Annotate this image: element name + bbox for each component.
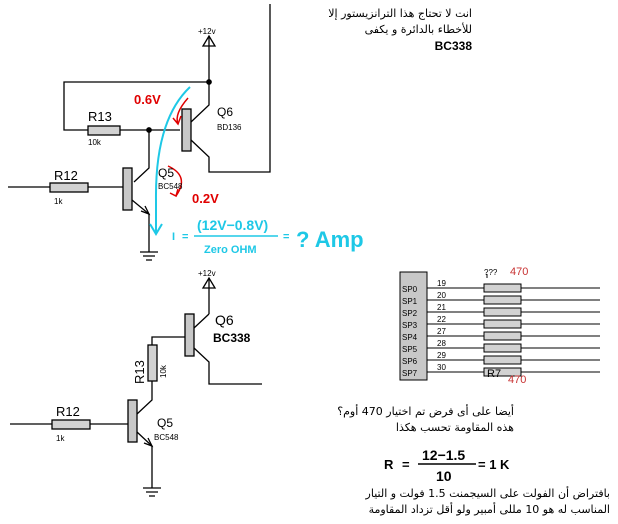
network-label: R7 bbox=[487, 368, 501, 380]
res-eq-result: = 1 K bbox=[478, 457, 510, 472]
note-middle-line1: أيضا على أى فرض تم اختيار 470 أوم؟ bbox=[337, 405, 514, 418]
pin-number: 29 bbox=[437, 351, 446, 360]
note-bottom-line1: بافتراض أن الفولت على السيجمنت 1.5 فولت … bbox=[365, 487, 610, 500]
pin-number: 27 bbox=[437, 327, 446, 336]
network-top-value: 470 bbox=[510, 266, 528, 278]
note-bottom-line2: المناسب له هو 10 مللى أمبير ولو أقل تزدا… bbox=[368, 503, 610, 516]
pin-number: 19 bbox=[437, 279, 446, 288]
r12-label-bottom: R12 bbox=[56, 404, 80, 419]
pin-label-sp5: SP5 bbox=[402, 345, 418, 354]
q6-part-bottom: BC338 bbox=[213, 331, 251, 345]
pin-label-sp4: SP4 bbox=[402, 333, 418, 342]
q6-label-bottom: Q6 bbox=[215, 312, 234, 328]
pin-number: 28 bbox=[437, 339, 446, 348]
network-resistor bbox=[483, 283, 522, 293]
top-circuit bbox=[8, 4, 271, 261]
network-top-partial: ??? bbox=[484, 268, 498, 277]
current-eq-equals: = bbox=[182, 231, 188, 243]
bottom-circuit bbox=[10, 276, 262, 497]
note-middle: أيضا على أى فرض تم اختيار 470 أوم؟ هذه ا… bbox=[337, 404, 514, 436]
vcc-label-top: +12v bbox=[198, 27, 216, 36]
res-eq-lhs: R bbox=[384, 457, 394, 472]
r13-label-top: R13 bbox=[88, 109, 112, 124]
current-arrow bbox=[149, 86, 191, 236]
network-resistor bbox=[483, 343, 522, 353]
pin-label-sp2: SP2 bbox=[402, 309, 418, 318]
current-eq-result: ? Amp bbox=[296, 227, 364, 252]
network-resistor bbox=[483, 331, 522, 341]
note-top-line1: انت لا تحتاج هذا الترانزيستور إلا bbox=[328, 7, 472, 20]
note-top: انت لا تحتاج هذا الترانزيستور إلا للأخطا… bbox=[328, 6, 472, 54]
pin-label-sp0: SP0 bbox=[402, 285, 418, 294]
network-bottom-value: 470 bbox=[508, 374, 526, 386]
q5-label-bottom: Q5 bbox=[157, 416, 173, 430]
network-resistor bbox=[483, 307, 522, 317]
pin-label-sp7: SP7 bbox=[402, 369, 418, 378]
pin-number: 20 bbox=[437, 291, 446, 300]
voltage-label-1: 0.6V bbox=[134, 92, 161, 107]
voltage-label-2: 0.2V bbox=[192, 191, 219, 206]
r12-value-bottom: 1k bbox=[56, 434, 65, 443]
q6-label-top: Q6 bbox=[217, 105, 233, 119]
current-eq-lhs: I bbox=[172, 231, 175, 243]
ic-block bbox=[399, 271, 428, 381]
network-resistor bbox=[483, 295, 522, 305]
vcc-label-bottom: +12v bbox=[198, 269, 216, 278]
r13-value-top: 10k bbox=[88, 138, 102, 147]
current-eq-numerator: (12V−0.8V) bbox=[197, 217, 268, 233]
res-eq-equals: = bbox=[402, 457, 410, 472]
note-top-line3: BC338 bbox=[434, 39, 472, 53]
note-top-line2: للأخطاء بالدائرة و يكفى bbox=[364, 23, 472, 36]
network-resistor bbox=[483, 355, 522, 365]
pin-label-sp1: SP1 bbox=[402, 297, 418, 306]
pin-label-sp6: SP6 bbox=[402, 357, 418, 366]
pin-number: 21 bbox=[437, 303, 446, 312]
pin-number: 22 bbox=[437, 315, 446, 324]
q5-part-top: BC548 bbox=[158, 182, 183, 191]
q5-part-bottom: BC548 bbox=[154, 433, 179, 442]
r12-value-top: 1k bbox=[54, 197, 63, 206]
r13-value-bottom: 10k bbox=[159, 364, 168, 378]
note-middle-line2: هذه المقاومة تحسب هكذا bbox=[395, 421, 514, 434]
r13-label-bottom: R13 bbox=[132, 360, 147, 384]
red-arrows bbox=[167, 97, 189, 198]
pin-number: 30 bbox=[437, 363, 446, 372]
res-eq-denominator: 10 bbox=[436, 468, 452, 484]
pin-label-sp3: SP3 bbox=[402, 321, 418, 330]
res-eq-numerator: 12−1.5 bbox=[422, 447, 465, 463]
current-eq-denominator: Zero OHM bbox=[204, 244, 257, 256]
r12-label-top: R12 bbox=[54, 168, 78, 183]
current-eq-equals2: = bbox=[283, 231, 289, 243]
network-resistor bbox=[483, 319, 522, 329]
q6-part-top: BD136 bbox=[217, 123, 242, 132]
note-bottom: بافتراض أن الفولت على السيجمنت 1.5 فولت … bbox=[366, 486, 610, 518]
q5-label-top: Q5 bbox=[158, 166, 174, 180]
